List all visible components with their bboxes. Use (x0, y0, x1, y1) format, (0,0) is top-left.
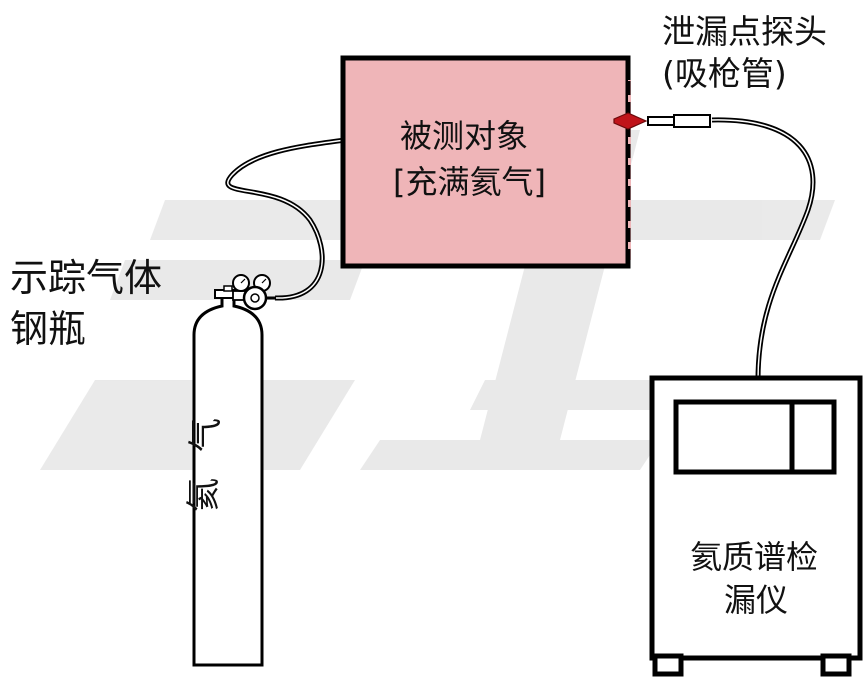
pressure-gauge-icon (232, 274, 276, 311)
cylinder-text-helium: 氦 (184, 478, 224, 512)
leak-detector (649, 375, 863, 677)
detector-label-line1: 氦质谱检 (690, 538, 818, 576)
cylinder-text-gas: 气 (186, 418, 226, 452)
probe-arrow-icon (613, 112, 648, 130)
test-object-label-line2: [充满氦气] (393, 163, 546, 201)
probe-label-line1: 泄漏点探头 (662, 12, 827, 51)
sniffer-hose (711, 117, 816, 381)
detector-label-line2: 漏仪 (724, 581, 788, 619)
sniffer-probe (647, 114, 711, 128)
cylinder-label-line1: 示踪气体 (10, 256, 162, 300)
probe-label-line2: (吸枪管) (662, 54, 787, 93)
test-object-box (340, 55, 631, 269)
gas-cylinder (192, 285, 264, 667)
detector-foot-right (820, 653, 852, 677)
test-object-label-line1: 被测对象 (400, 117, 528, 155)
detector-foot-left (652, 653, 684, 677)
detector-display (673, 399, 837, 475)
cylinder-label-line2: 钢瓶 (10, 307, 86, 351)
